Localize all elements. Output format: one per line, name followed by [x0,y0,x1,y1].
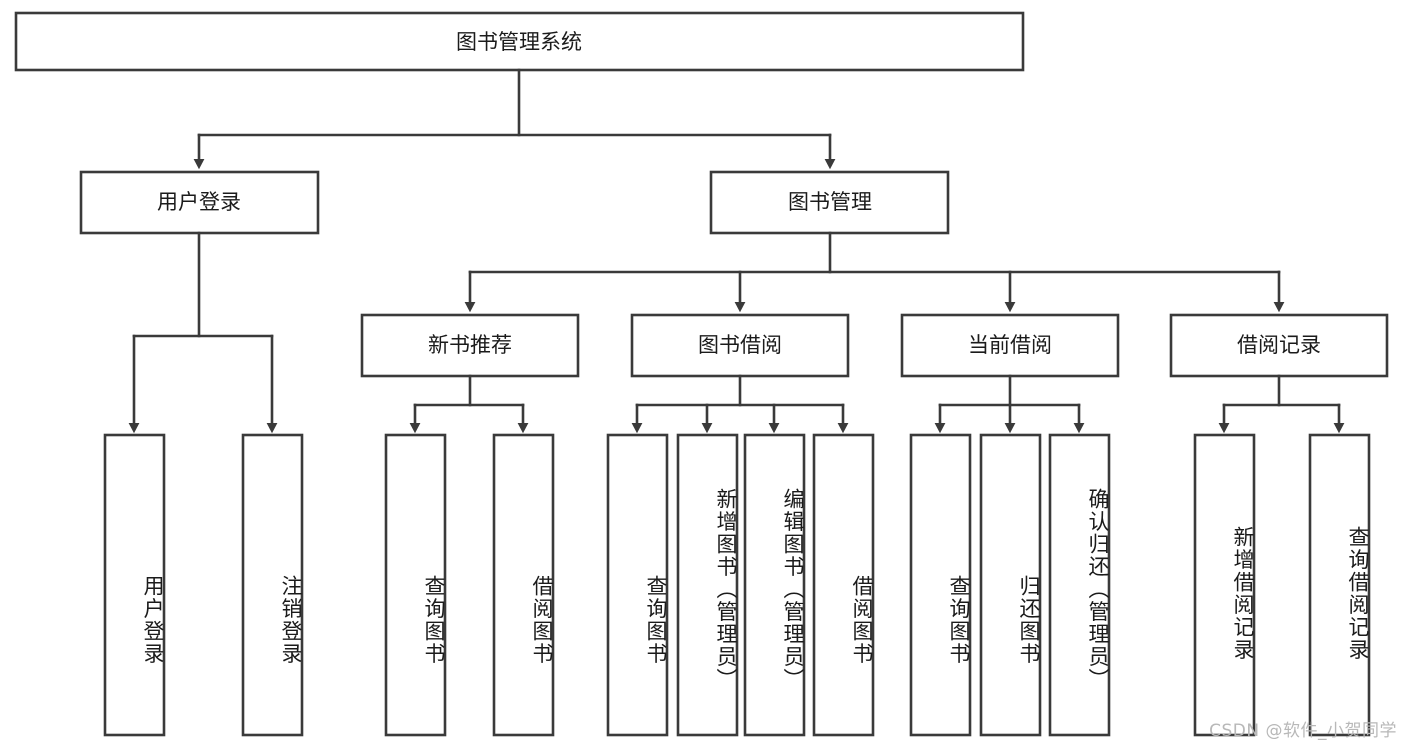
node-new-book-box[interactable] [360,313,580,378]
node-root-box[interactable] [14,11,1025,72]
node-book-borrow-box[interactable] [630,313,850,378]
node-book-manage-box[interactable] [709,170,950,235]
node-user-login-label: 用户登录 [157,190,241,214]
leaf-box-book-borrow-1[interactable] [606,433,669,737]
leaf-box-user-login-1[interactable] [103,433,166,737]
node-root-label: 图书管理系统 [456,30,582,54]
node-borrow-record-box[interactable] [1169,313,1389,378]
leaf-box-current-borrow-2[interactable] [979,433,1042,737]
leaf-box-new-book-2[interactable] [492,433,555,737]
leaf-box-current-borrow-3[interactable] [1048,433,1111,737]
leaf-box-book-borrow-4[interactable] [812,433,875,737]
node-current-borrow-label: 当前借阅 [968,333,1052,357]
leaf-box-current-borrow-1[interactable] [909,433,972,737]
leaf-box-book-borrow-2[interactable] [676,433,739,737]
watermark-text: CSDN @软件_小贺同学 [1209,721,1397,741]
leaf-box-book-borrow-3[interactable] [743,433,806,737]
node-current-borrow-box[interactable] [900,313,1120,378]
node-borrow-record-label: 借阅记录 [1237,333,1321,357]
leaf-box-borrow-record-1[interactable] [1193,433,1256,737]
leaf-box-user-login-2[interactable] [241,433,304,737]
node-book-manage-label: 图书管理 [788,190,872,214]
node-new-book-label: 新书推荐 [428,333,512,357]
node-book-borrow-label: 图书借阅 [698,333,782,357]
leaf-box-new-book-1[interactable] [384,433,447,737]
leaf-box-borrow-record-2[interactable] [1308,433,1371,737]
